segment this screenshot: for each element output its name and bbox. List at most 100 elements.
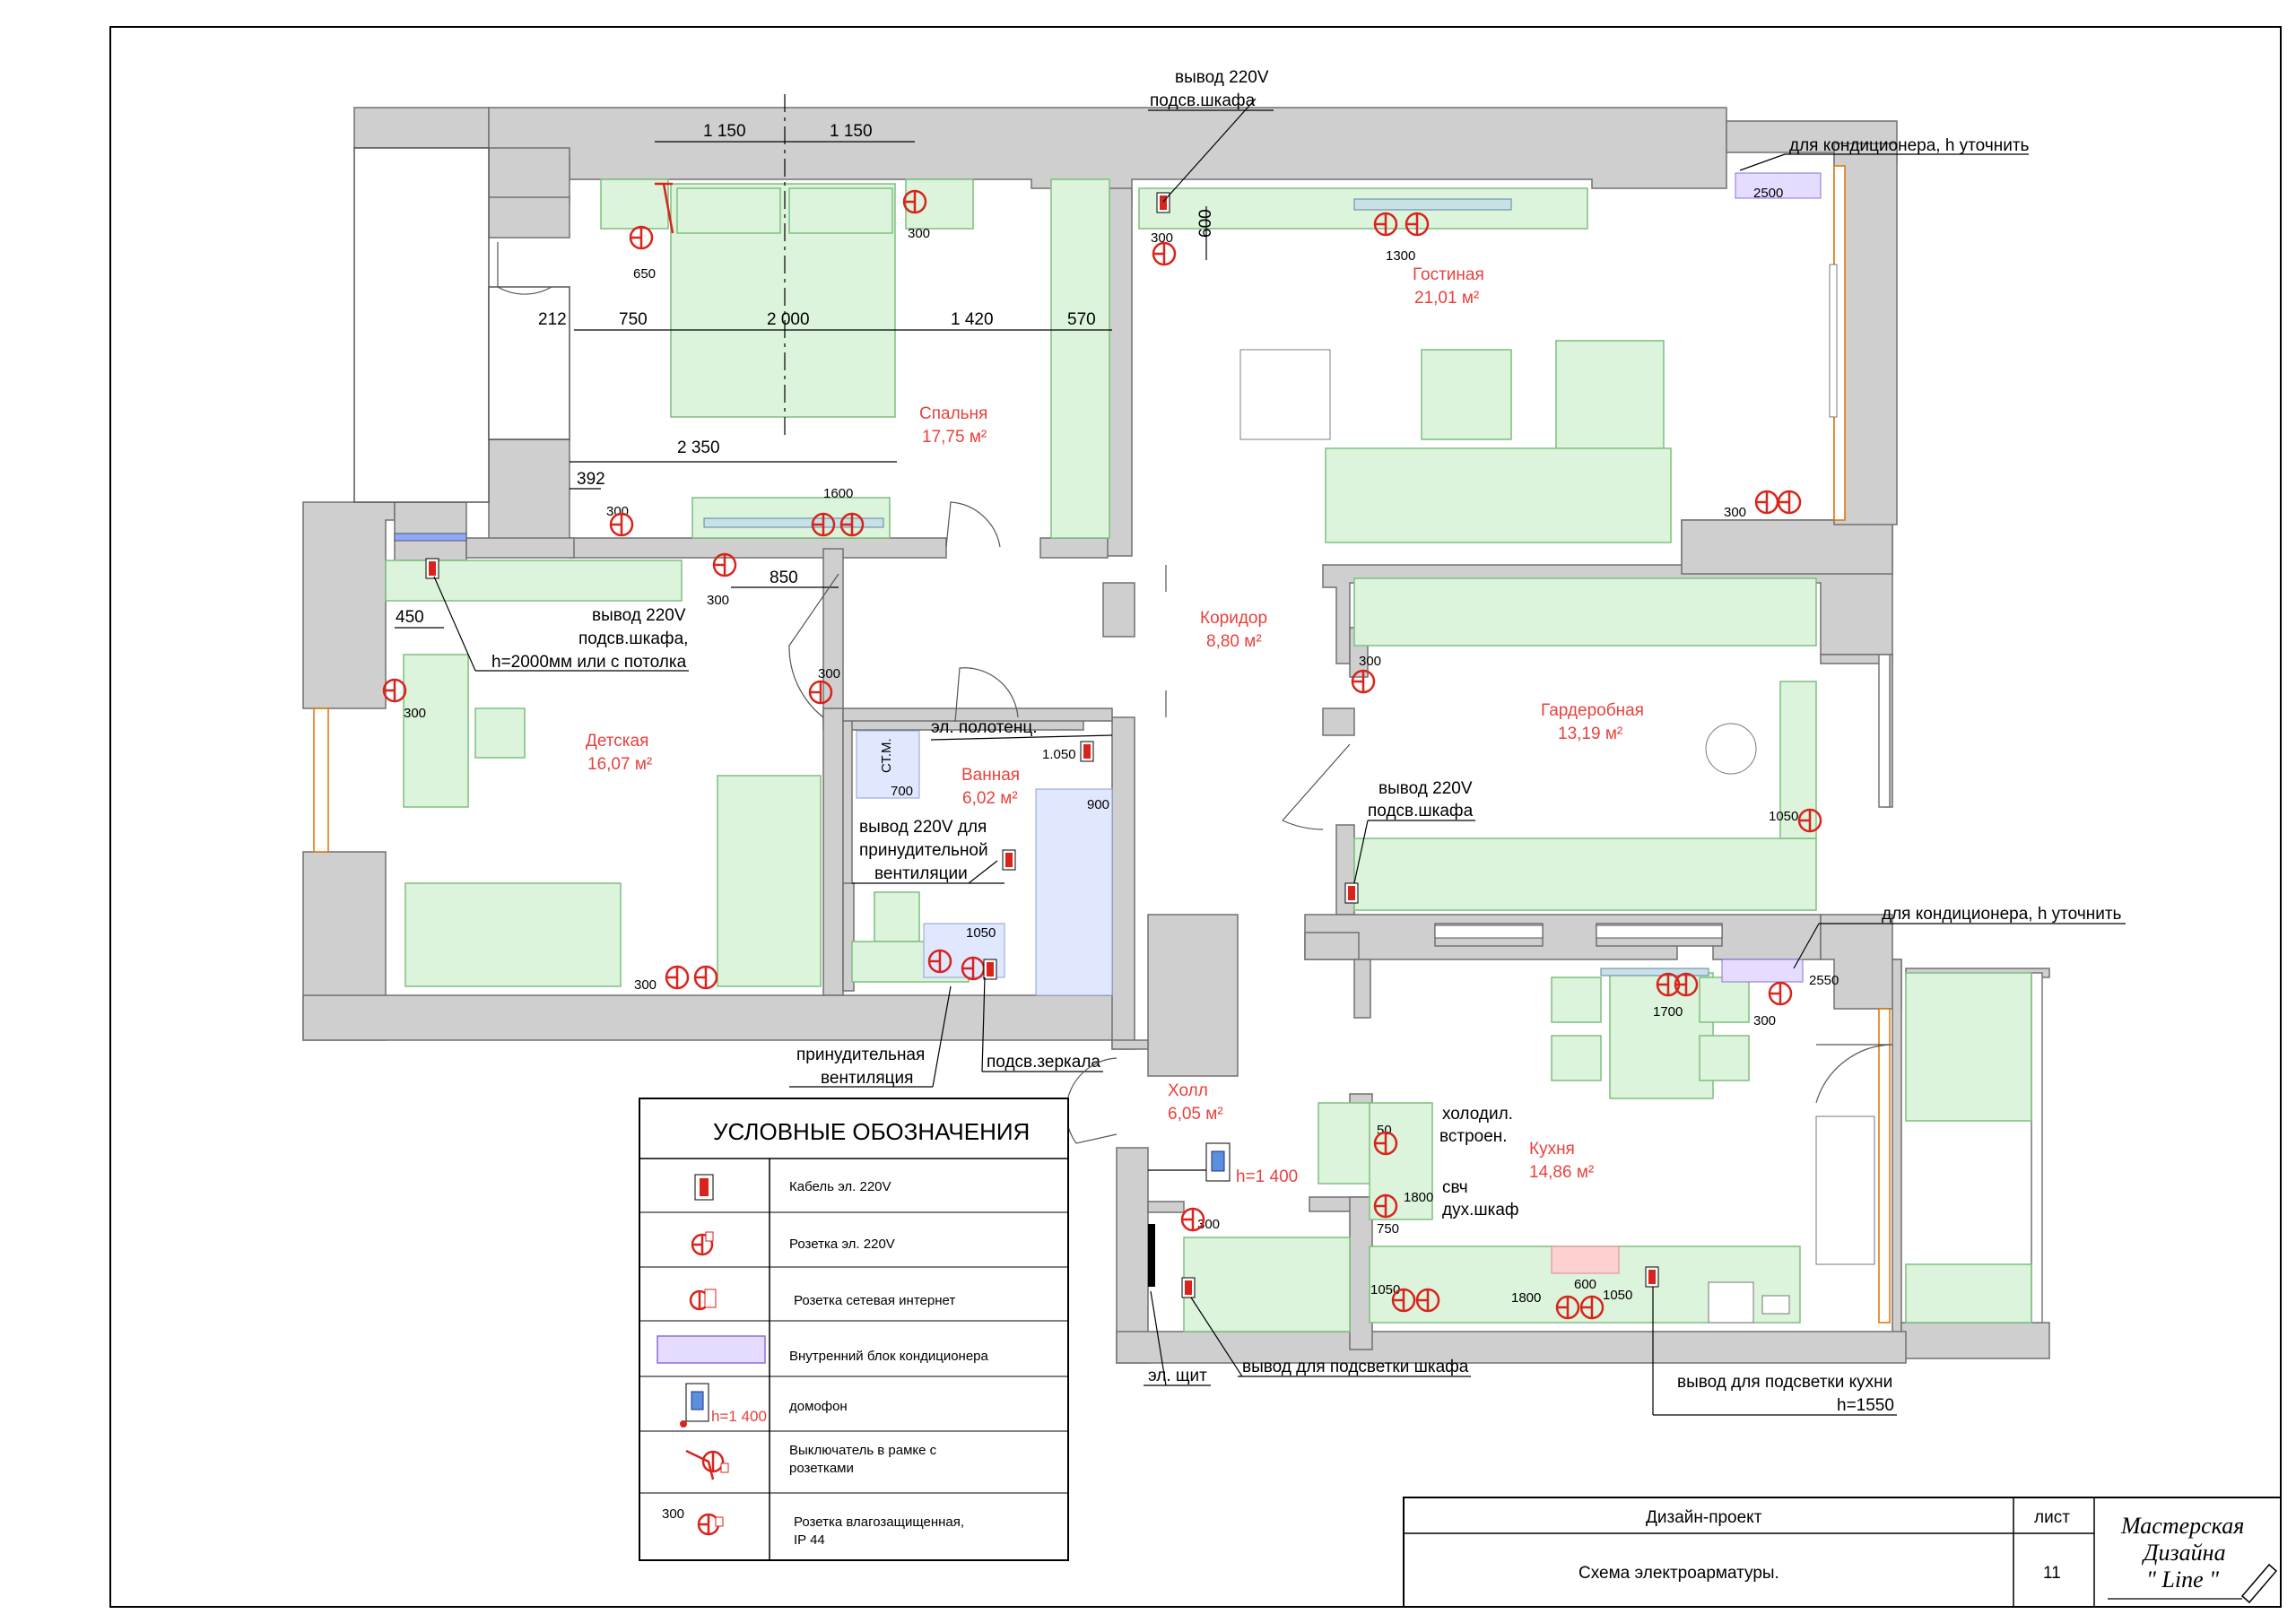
title-sheet-label: лист xyxy=(2034,1508,2070,1527)
callout-dressing-1: вывод 220V xyxy=(1378,779,1473,798)
room-area-wardrobe: 13,19 м² xyxy=(1558,725,1622,743)
socket-icon xyxy=(382,182,1822,1320)
callout-panel: эл. щит xyxy=(1148,1367,1207,1385)
dim-450: 450 xyxy=(396,608,424,627)
socket-icon xyxy=(691,1231,714,1256)
legend: УСЛОВНЫЕ ОБОЗНАЧЕНИЯ Кабель эл. 220V Роз… xyxy=(639,1098,1069,1561)
height-mark: 300 xyxy=(1197,1217,1220,1232)
dim-600-vert: 600 xyxy=(1196,209,1215,238)
room-area-corridor: 8,80 м² xyxy=(1206,632,1262,651)
room-name-children: Детская xyxy=(586,732,648,751)
network-socket-icon xyxy=(689,1289,717,1311)
height-mark: 900 xyxy=(1087,797,1109,812)
panel-icon xyxy=(1148,1224,1155,1287)
height-mark: 2550 xyxy=(1809,973,1839,988)
callout-ac-top: для кондиционера, h уточнить xyxy=(1789,136,2030,155)
callout-kitchen-light-1: вывод для подсветки кухни xyxy=(1677,1373,1892,1392)
callout-towel: эл. полотенц. xyxy=(931,718,1038,737)
legend-item-intercom: домофон xyxy=(789,1399,848,1414)
switch-socket-icon xyxy=(685,1449,729,1480)
room-name-hall: Холл xyxy=(1168,1081,1208,1100)
cable-icon xyxy=(425,192,1659,1298)
room-area-hall: 6,05 м² xyxy=(1168,1105,1223,1124)
height-mark: 300 xyxy=(1753,1013,1776,1028)
studio-logo-line2: Дизайна xyxy=(2141,1540,2226,1566)
callout-ac-kitchen: для кондиционера, h уточнить xyxy=(1882,905,2122,924)
callout-children-1: вывод 220V xyxy=(592,606,686,625)
dim-570: 570 xyxy=(1067,310,1096,329)
legend-item-ip44-height: 300 xyxy=(662,1506,684,1522)
title-block: Дизайн-проект лист Схема электроарматуры… xyxy=(1403,1497,2282,1608)
height-mark: 300 xyxy=(908,226,930,241)
height-mark: 1050 xyxy=(1603,1288,1632,1303)
dim-1420: 1 420 xyxy=(951,310,994,329)
studio-logo-line3: " Line " xyxy=(2146,1567,2219,1593)
legend-item-intercom-h: h=1 400 xyxy=(711,1408,767,1425)
callout-dressing-2: подсв.шкафа xyxy=(1368,802,1474,820)
doors xyxy=(497,242,1893,1144)
height-mark: 300 xyxy=(1359,654,1381,669)
legend-item-switch-1: Выключатель в рамке с xyxy=(789,1443,937,1458)
room-name-corridor: Коридор xyxy=(1200,609,1267,628)
dim-2000: 2 000 xyxy=(767,310,810,329)
height-mark: 1300 xyxy=(1386,248,1415,264)
title-project: Дизайн-проект xyxy=(1646,1508,1762,1527)
room-area-bath: 6,02 м² xyxy=(962,789,1018,808)
title-sheet-number: 11 xyxy=(2043,1564,2061,1583)
room-area-kitchen: 14,86 м² xyxy=(1529,1163,1594,1182)
height-mark: 1050 xyxy=(966,925,996,941)
sheet-frame xyxy=(109,26,2282,1608)
callout-wardrobe-top-2: подсв.шкафа xyxy=(1150,91,1256,110)
height-mark: 300 xyxy=(707,593,729,608)
height-mark: 650 xyxy=(633,266,656,282)
height-mark: 300 xyxy=(606,504,629,519)
callouts: вывод 220V подсв.шкафа для кондиционера,… xyxy=(433,68,2126,1416)
dimensions: 1 150 1 150 212 750 2 000 1 420 570 2 35… xyxy=(395,94,1215,629)
height-mark: 1050 xyxy=(1370,1282,1400,1298)
room-name-bedroom: Спальня xyxy=(919,404,987,423)
callout-fridge-2: встроен. xyxy=(1439,1127,1508,1146)
room-name-living: Гостиная xyxy=(1413,265,1484,284)
dim-1150-a: 1 150 xyxy=(703,122,746,141)
callout-oven-1: свч xyxy=(1442,1178,1468,1197)
legend-item-ip44-1: Розетка влагозащищенная, xyxy=(794,1515,964,1530)
callout-vent-1: принудительная xyxy=(796,1046,925,1064)
pencil-icon xyxy=(2240,1563,2278,1604)
studio-logo-line1: Мастерская xyxy=(2120,1513,2244,1539)
height-mark: 1800 xyxy=(1511,1290,1541,1306)
dim-212: 212 xyxy=(538,310,567,329)
height-mark: 1.050 xyxy=(1042,747,1076,762)
callout-children-3: h=2000мм или с потолка xyxy=(491,653,687,672)
dim-750: 750 xyxy=(619,310,648,329)
dim-1150-b: 1 150 xyxy=(830,122,873,141)
legend-item-ac: Внутренний блок кондиционера xyxy=(789,1349,989,1364)
height-mark: 300 xyxy=(1151,230,1173,246)
callout-vent-2: вентиляция xyxy=(821,1069,913,1088)
callout-kitchen-light-2: h=1550 xyxy=(1837,1396,1894,1415)
height-mark: 700 xyxy=(891,784,913,799)
room-area-children: 16,07 м² xyxy=(587,755,652,774)
height-mark: 300 xyxy=(404,706,426,721)
height-mark: 1800 xyxy=(1404,1190,1433,1205)
height-mark: 2500 xyxy=(1753,186,1783,201)
dim-2350: 2 350 xyxy=(677,438,720,457)
walls xyxy=(302,107,2050,1364)
callout-hall-light: вывод для подсветки шкафа xyxy=(1242,1358,1469,1376)
height-mark: 1050 xyxy=(1769,809,1798,824)
height-mark: 600 xyxy=(1574,1277,1596,1292)
legend-item-switch-2: розетками xyxy=(789,1461,854,1476)
legend-title: УСЛОВНЫЕ ОБОЗНАЧЕНИЯ xyxy=(713,1118,1030,1145)
height-mark: 1600 xyxy=(823,486,853,501)
height-mark: 300 xyxy=(1724,505,1746,520)
cable-icon xyxy=(694,1174,714,1201)
room-area-living: 21,01 м² xyxy=(1414,289,1479,308)
dim-392: 392 xyxy=(577,470,605,489)
waterproof-socket-icon xyxy=(697,1513,724,1536)
callout-children-2: подсв.шкафа, xyxy=(578,629,688,648)
windows xyxy=(313,147,2043,1324)
callout-vent-forced-2: принудительной xyxy=(859,841,988,860)
room-name-kitchen: Кухня xyxy=(1529,1140,1575,1159)
title-sheet-title: Схема электроарматуры. xyxy=(1578,1564,1779,1583)
callout-vent-forced-1: вывод 220V для xyxy=(859,818,987,837)
